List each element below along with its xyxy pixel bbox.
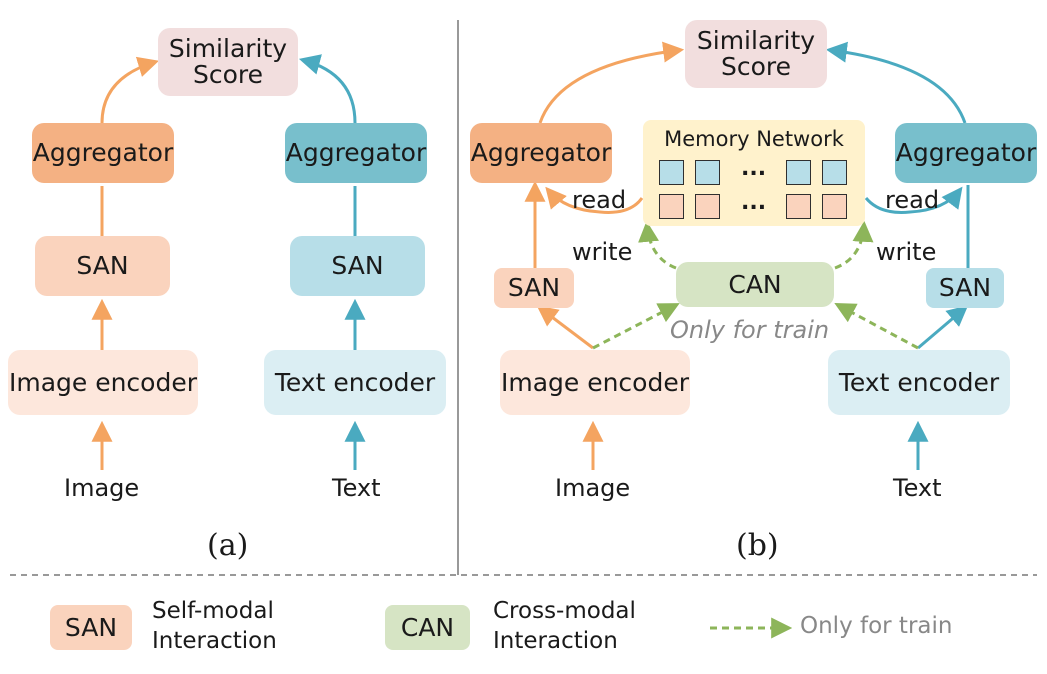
b-aggregator-left-box: Aggregator xyxy=(470,123,612,183)
b-aggregator-left-label: Aggregator xyxy=(470,138,612,167)
b-text-encoder-box: Text encoder xyxy=(828,350,1010,415)
a-san-left-label: SAN xyxy=(76,251,129,280)
b-image-to-can-dashed xyxy=(592,303,680,350)
b-write-left-label: write xyxy=(572,238,633,266)
b-san-right-box: SAN xyxy=(926,268,1004,308)
b-image-encoder-label: Image encoder xyxy=(500,367,690,397)
a-san-left-box: SAN xyxy=(35,236,170,296)
a-similarity-score-label: Similarity Score xyxy=(168,34,288,89)
b-can-label: CAN xyxy=(728,269,782,299)
b-agg-to-score-arrow-right xyxy=(825,41,967,124)
b-encoder-to-san-arrow xyxy=(536,305,594,350)
a-image-input-label: Image xyxy=(64,474,140,502)
b-text-input-label: Text xyxy=(893,474,942,502)
b-aggregator-right-box: Aggregator xyxy=(895,123,1037,183)
memory-cell-b4 xyxy=(822,160,847,185)
b-encoder-to-san-arrow-right xyxy=(917,305,969,350)
memory-cell-o1 xyxy=(659,194,684,219)
a-text-input-label: Text xyxy=(332,474,381,502)
memory-dots-bottom: ... xyxy=(741,190,767,215)
b-image-encoder-box: Image encoder xyxy=(500,350,690,415)
b-agg-to-score-arrow xyxy=(538,41,685,124)
b-caption: (b) xyxy=(736,528,779,563)
memory-cell-o3 xyxy=(786,194,811,219)
a-san-right-label: SAN xyxy=(331,251,384,280)
a-caption: (a) xyxy=(207,528,249,563)
b-text-to-can-dashed xyxy=(834,303,919,350)
b-similarity-score-box: Similarity Score xyxy=(685,20,827,88)
b-read-left-arrow xyxy=(545,186,644,214)
b-can-box: CAN xyxy=(676,262,834,307)
memory-cell-b3 xyxy=(786,160,811,185)
b-similarity-score-label: Similarity Score xyxy=(696,26,816,81)
a-aggregator-left-box: Aggregator xyxy=(32,123,174,183)
a-san-right-box: SAN xyxy=(290,236,425,296)
legend-can-box: CAN xyxy=(385,605,470,650)
legend-dashed-description: Only for train xyxy=(800,613,953,639)
a-similarity-score-box: Similarity Score xyxy=(158,28,298,96)
b-read-right-arrow xyxy=(864,186,963,214)
b-san-right-label: SAN xyxy=(938,273,992,302)
a-image-encoder-label: Image encoder xyxy=(8,367,198,397)
legend-san-description: Self-modal Interaction xyxy=(152,598,277,654)
legend-san-box: SAN xyxy=(50,605,132,650)
memory-cell-o4 xyxy=(822,194,847,219)
b-only-for-train-label: Only for train xyxy=(670,316,830,344)
memory-dots-top: ... xyxy=(741,156,767,181)
b-san-left-box: SAN xyxy=(494,268,574,308)
b-text-encoder-label: Text encoder xyxy=(838,367,1000,397)
a-image-encoder-box: Image encoder xyxy=(8,350,198,415)
b-aggregator-right-label: Aggregator xyxy=(895,138,1037,167)
b-write-left-dashed xyxy=(638,220,677,270)
b-memory-network-title: Memory Network xyxy=(664,127,844,151)
b-read-right-label: read xyxy=(885,186,940,214)
legend-can-description: Cross-modal Interaction xyxy=(493,598,636,654)
a-aggregator-right-box: Aggregator xyxy=(285,123,427,183)
memory-cell-b1 xyxy=(659,160,684,185)
a-text-encoder-label: Text encoder xyxy=(274,367,436,397)
a-text-encoder-box: Text encoder xyxy=(264,350,446,415)
memory-cell-b2 xyxy=(695,160,720,185)
a-agg-to-score-arrow xyxy=(100,56,160,124)
b-write-right-dashed xyxy=(834,220,874,270)
a-aggregator-right-label: Aggregator xyxy=(285,138,427,167)
b-write-right-label: write xyxy=(876,238,937,266)
legend-can-label: CAN xyxy=(400,612,455,642)
b-san-left-label: SAN xyxy=(507,273,561,302)
b-memory-network-box: Memory Network ... ... xyxy=(643,120,865,226)
a-aggregator-left-label: Aggregator xyxy=(32,138,174,167)
memory-cell-o2 xyxy=(695,194,720,219)
b-image-input-label: Image xyxy=(555,474,631,502)
b-read-left-label: read xyxy=(572,186,627,214)
legend-san-label: SAN xyxy=(64,612,118,642)
a-agg-to-score-arrow-right xyxy=(298,54,357,124)
